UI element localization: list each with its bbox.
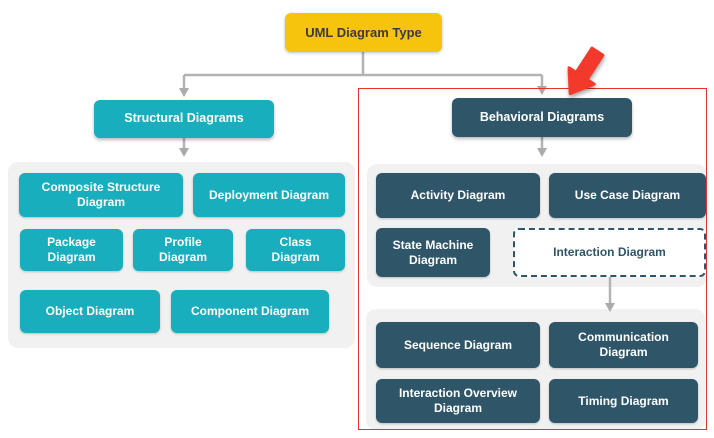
node-activity-diagram: Activity Diagram bbox=[376, 173, 540, 218]
node-composite-structure-diagram: Composite Structure Diagram bbox=[19, 173, 183, 217]
node-behavioral-diagrams-header: Behavioral Diagrams bbox=[452, 98, 632, 137]
node-communication-diagram: Communication Diagram bbox=[549, 322, 698, 368]
node-object-diagram: Object Diagram bbox=[20, 290, 160, 333]
node-structural-diagrams-header: Structural Diagrams bbox=[94, 100, 274, 138]
node-use-case-diagram: Use Case Diagram bbox=[549, 173, 706, 218]
node-profile-diagram: Profile Diagram bbox=[133, 229, 233, 271]
node-interaction-diagram: Interaction Diagram bbox=[513, 228, 706, 277]
node-package-diagram: Package Diagram bbox=[20, 229, 123, 271]
node-component-diagram: Component Diagram bbox=[171, 290, 329, 333]
node-deployment-diagram: Deployment Diagram bbox=[193, 173, 345, 217]
node-class-diagram: Class Diagram bbox=[246, 229, 345, 271]
node-state-machine-diagram: State Machine Diagram bbox=[376, 228, 490, 277]
node-uml-diagram-type: UML Diagram Type bbox=[285, 13, 442, 52]
node-timing-diagram: Timing Diagram bbox=[549, 379, 698, 423]
node-interaction-overview-diagram: Interaction Overview Diagram bbox=[376, 379, 540, 423]
node-sequence-diagram: Sequence Diagram bbox=[376, 322, 540, 368]
